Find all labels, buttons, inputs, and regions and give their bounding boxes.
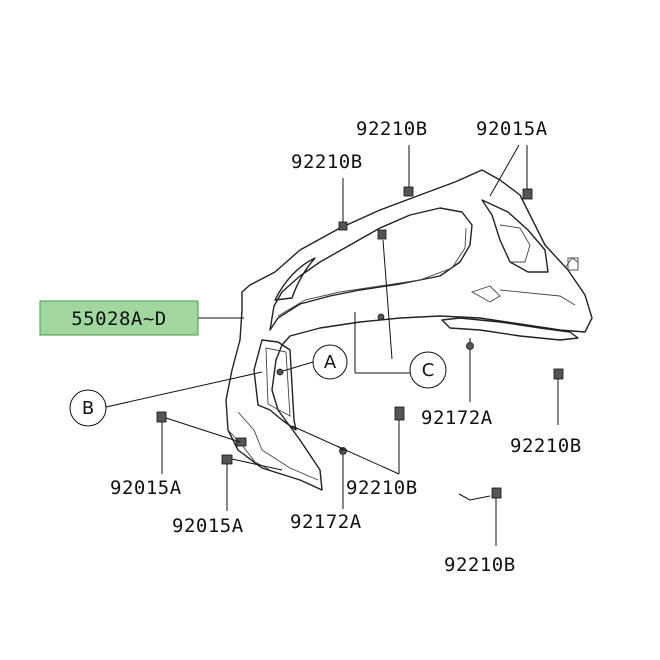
- part-label-92172a-low: 92172A: [290, 511, 362, 533]
- main-part-highlight: [39, 300, 199, 336]
- callout-a: A: [324, 352, 337, 373]
- part-label-92210b-bottom: 92210B: [444, 554, 516, 576]
- leader-lines: [105, 144, 559, 546]
- clip-92210b-center: [394, 406, 405, 421]
- callout-a-circle: [312, 344, 348, 380]
- main-part-label: 55028A~D: [39, 300, 199, 336]
- clip-92210b-left: [338, 221, 348, 231]
- part-labels: 92210B 92015A 92210B 92172A 92210B 92015…: [110, 118, 582, 576]
- part-label-92210b-center: 92210B: [346, 477, 418, 499]
- part-label-92210b-top: 92210B: [356, 118, 428, 140]
- callout-b: B: [82, 398, 94, 419]
- callout-c-circle: [409, 351, 447, 389]
- clip-92015a-low: [221, 454, 233, 465]
- clip-92210b-mid: [377, 229, 387, 240]
- bracket-lower: [235, 437, 247, 447]
- callout-c: C: [422, 360, 435, 381]
- main-part-number: 55028A~D: [71, 308, 167, 330]
- clip-92210b-top: [403, 186, 414, 197]
- hardware-items: [156, 186, 564, 499]
- clip-92210b-right: [553, 368, 564, 380]
- fairing-inner-panel: [225, 169, 593, 491]
- screw-92172a-right: [466, 342, 474, 350]
- callout-b-circle: [69, 389, 107, 427]
- clip-92210b-bottom: [491, 487, 502, 499]
- part-label-92210b-left: 92210B: [291, 151, 363, 173]
- clip-92015a-left: [156, 411, 167, 423]
- clip-a-location: [276, 368, 284, 376]
- clip-92015a-top-right: [522, 188, 533, 200]
- part-label-92015a-low: 92015A: [172, 515, 244, 537]
- clip-c-location: [377, 313, 385, 321]
- part-label-92015a-top-right: 92015A: [476, 118, 548, 140]
- part-label-92210b-right: 92210B: [510, 435, 582, 457]
- part-label-92172a-right: 92172A: [421, 407, 493, 429]
- callouts: A B C: [69, 344, 447, 427]
- part-label-92015a-left: 92015A: [110, 477, 182, 499]
